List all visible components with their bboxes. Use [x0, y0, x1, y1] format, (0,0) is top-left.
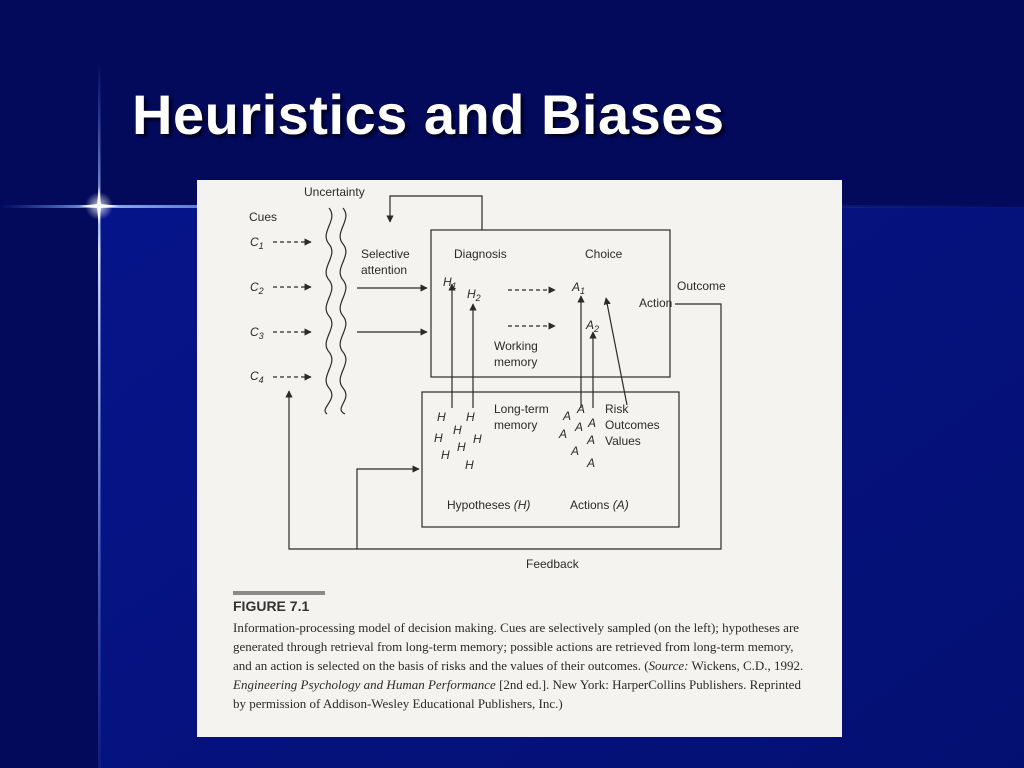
long-term-memory-box	[421, 391, 680, 528]
hypothesis-symbol: H	[434, 431, 443, 445]
figure-label: FIGURE 7.1	[233, 598, 310, 614]
feedback-loop	[285, 303, 722, 550]
decision-making-diagram: Uncertainty Cues C1 C2 C3 C4	[249, 185, 726, 571]
hypothesis-symbol: H	[457, 440, 466, 454]
hypothesis-cluster: H H H H H H H H	[434, 410, 482, 472]
working-memory-label: memory	[494, 355, 537, 369]
action-symbol: A	[586, 456, 595, 470]
figure-panel: Uncertainty Cues C1 C2 C3 C4	[197, 180, 842, 737]
figure-caption: Information-processing model of decision…	[233, 620, 804, 711]
selective-attention-label: attention	[361, 263, 407, 277]
action-symbol: A	[587, 416, 596, 430]
action-symbol: A	[574, 420, 583, 434]
actions-label: Actions (A)	[570, 498, 629, 512]
selective-attention-label: Selective	[361, 247, 410, 261]
feedback-label: Feedback	[526, 557, 580, 571]
cue-label: C2	[250, 280, 264, 296]
cues-heading: Cues	[249, 210, 277, 224]
action-symbol: A	[558, 427, 567, 441]
values-label: Values	[605, 434, 641, 448]
hypothesis-symbol: H	[441, 448, 450, 462]
working-memory-label: Working	[494, 339, 538, 353]
uncertainty-wave	[339, 207, 347, 415]
uncertainty-wave	[324, 207, 333, 415]
hypothesis-symbol: H	[473, 432, 482, 446]
action-label: Action	[639, 296, 672, 310]
cue-label: C1	[250, 235, 264, 251]
hypotheses-label: Hypotheses (H)	[447, 498, 530, 512]
action-symbol: A	[586, 433, 595, 447]
choice-label: Choice	[585, 247, 623, 261]
risk-arrow	[603, 297, 628, 406]
action-symbol: A	[576, 402, 585, 416]
feedback-branch	[356, 465, 420, 549]
action-a1: A1	[571, 280, 585, 296]
hypothesis-symbol: H	[465, 458, 474, 472]
sparkle	[79, 186, 119, 226]
risk-label: Risk	[605, 402, 629, 416]
hypothesis-h2: H2	[467, 287, 481, 303]
figure-rule	[233, 591, 325, 595]
long-term-memory-label: Long-term	[494, 402, 549, 416]
action-a2: A2	[585, 318, 599, 334]
action-symbol: A	[570, 444, 579, 458]
hypothesis-symbol: H	[466, 410, 475, 424]
action-cluster: A A A A A A A A	[558, 402, 596, 470]
long-term-memory-label: memory	[494, 418, 537, 432]
attention-loop	[386, 195, 483, 230]
action-symbol: A	[562, 409, 571, 423]
uncertainty-label: Uncertainty	[304, 185, 365, 199]
slide-title: Heuristics and Biases	[132, 83, 725, 146]
outcomes-label: Outcomes	[605, 418, 660, 432]
hypothesis-h1: H1	[443, 275, 457, 291]
working-memory-box	[430, 229, 671, 378]
hypothesis-symbol: H	[453, 423, 462, 437]
hypothesis-symbol: H	[437, 410, 446, 424]
outcome-label: Outcome	[677, 279, 726, 293]
diagnosis-label: Diagnosis	[454, 247, 507, 261]
cue-label: C3	[250, 325, 264, 341]
cue-label: C4	[250, 369, 264, 385]
